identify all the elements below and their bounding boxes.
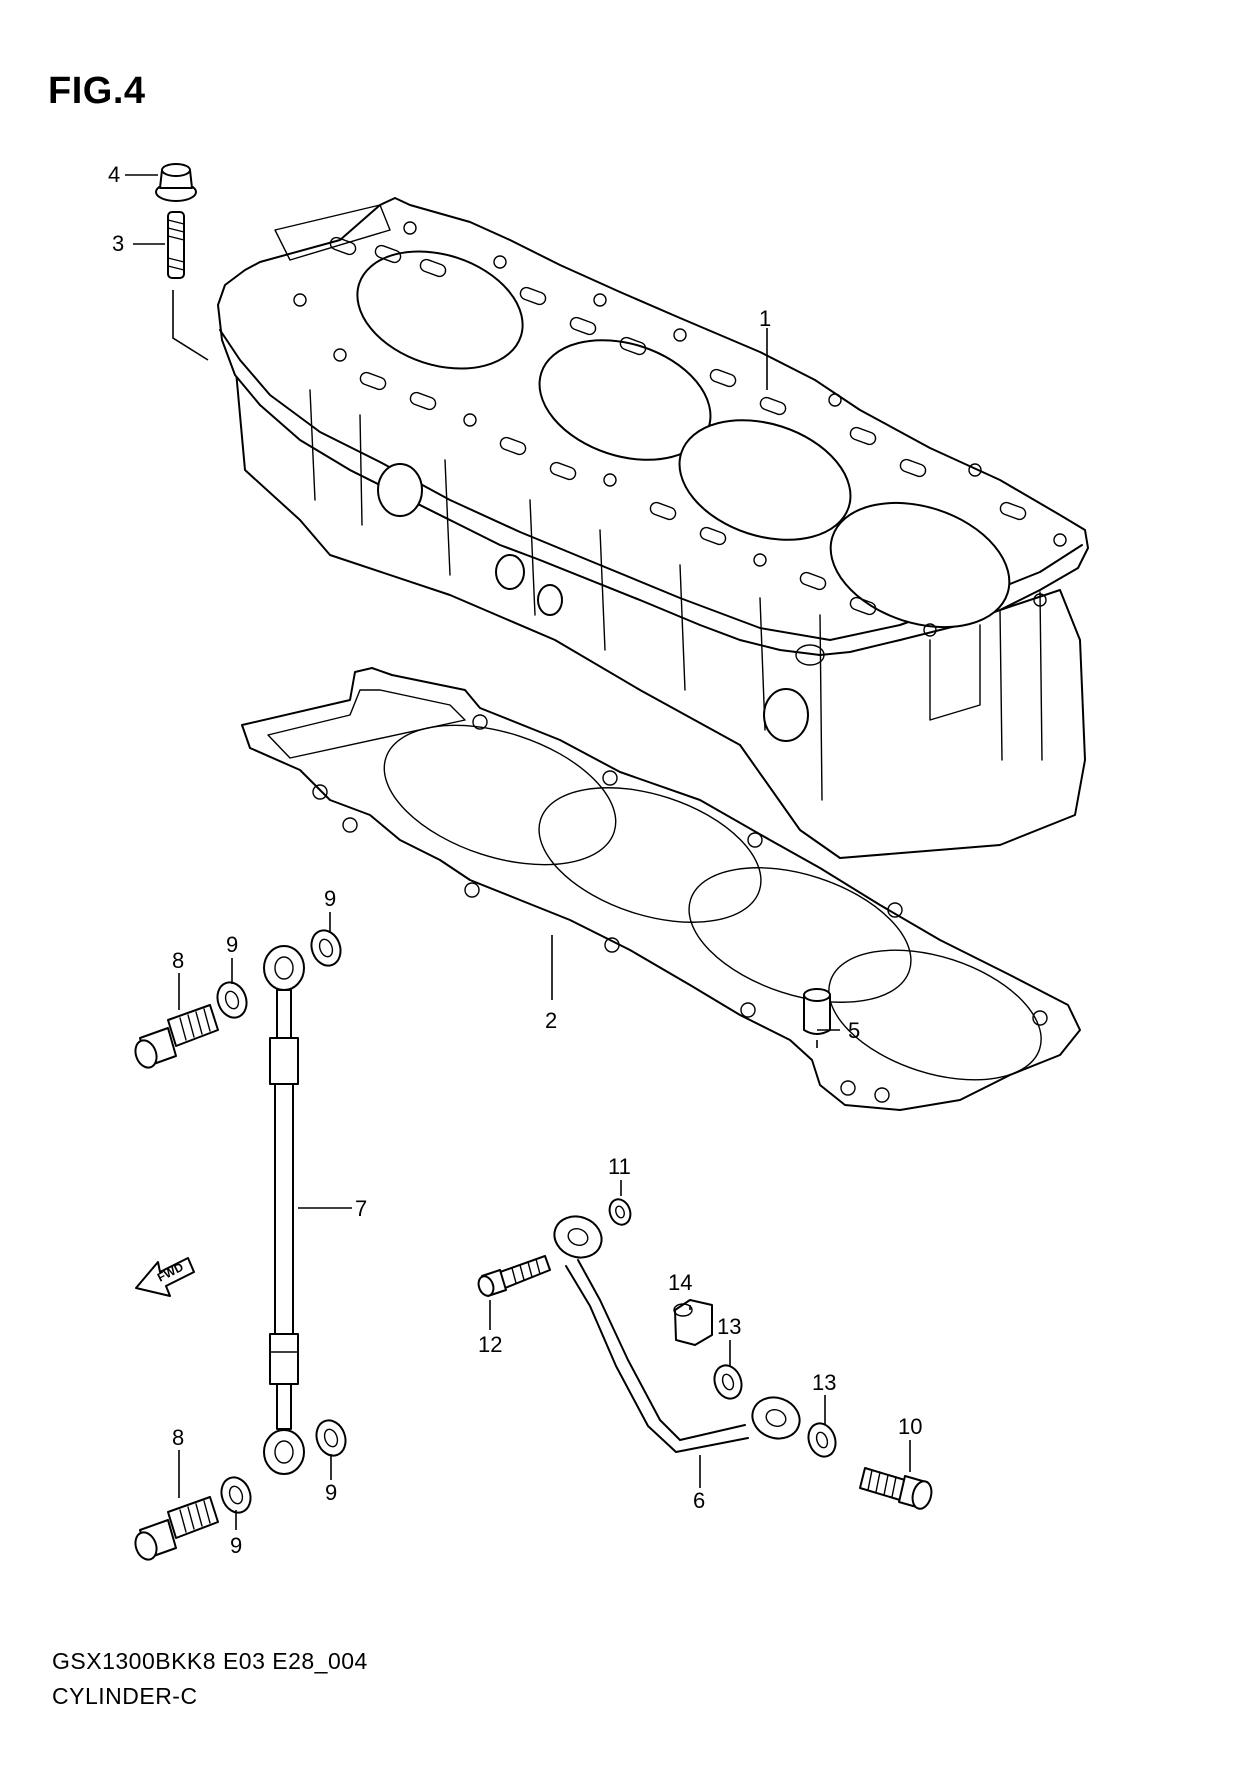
bolt[interactable] xyxy=(476,1255,551,1298)
callout-8-top: 8 xyxy=(172,948,184,973)
gasket-washer-13b[interactable] xyxy=(804,1420,840,1461)
callout-4: 4 xyxy=(108,162,120,187)
figure-name: CYLINDER-C xyxy=(52,1683,198,1709)
callout-10: 10 xyxy=(898,1414,922,1439)
callout-13-a: 13 xyxy=(717,1314,741,1339)
cylinder-base-gasket[interactable] xyxy=(241,667,1081,1111)
callout-6: 6 xyxy=(693,1488,705,1513)
callout-2: 2 xyxy=(545,1008,557,1033)
leader-lines xyxy=(125,174,911,1530)
callout-13-b: 13 xyxy=(812,1370,836,1395)
callout-12: 12 xyxy=(478,1332,502,1357)
figure-code: GSX1300BKK8 E03 E28_004 xyxy=(52,1648,368,1674)
callout-11: 11 xyxy=(608,1154,631,1179)
figure-title: FIG.4 xyxy=(48,70,146,112)
callout-9-d: 9 xyxy=(230,1533,242,1558)
callout-9-a: 9 xyxy=(324,886,336,911)
callouts: 4 3 1 2 5 7 8 8 9 9 9 9 11 12 14 13 13 6… xyxy=(108,162,922,1558)
callout-7: 7 xyxy=(355,1196,367,1221)
callout-1: 1 xyxy=(759,306,771,331)
flange-nut[interactable] xyxy=(155,163,197,202)
o-ring[interactable] xyxy=(606,1196,634,1227)
gasket-washer-b[interactable] xyxy=(213,978,252,1021)
callout-8-bottom: 8 xyxy=(172,1425,184,1450)
callout-5: 5 xyxy=(848,1018,860,1043)
callout-3: 3 xyxy=(112,231,124,256)
callout-14: 14 xyxy=(668,1270,692,1295)
gasket-washer-c[interactable] xyxy=(312,1416,351,1459)
callout-9-c: 9 xyxy=(325,1480,337,1505)
gasket-washer-d[interactable] xyxy=(217,1473,256,1516)
union-bolt-bottom[interactable] xyxy=(132,1496,219,1563)
stud[interactable] xyxy=(167,211,185,279)
oil-hose[interactable] xyxy=(263,945,305,1475)
oil-pipe[interactable] xyxy=(549,1210,806,1453)
dowel-pin[interactable] xyxy=(803,988,831,1035)
union-bolt-top[interactable] xyxy=(132,1004,219,1071)
fwd-arrow-icon: FWD xyxy=(135,1257,195,1297)
gasket-washer-a[interactable] xyxy=(307,926,346,969)
clamp[interactable] xyxy=(673,1299,713,1346)
callout-9-b: 9 xyxy=(226,932,238,957)
cylinder-block[interactable] xyxy=(217,197,1089,859)
union-bolt-10[interactable] xyxy=(859,1467,934,1511)
gasket-washer-13a[interactable] xyxy=(710,1362,746,1403)
